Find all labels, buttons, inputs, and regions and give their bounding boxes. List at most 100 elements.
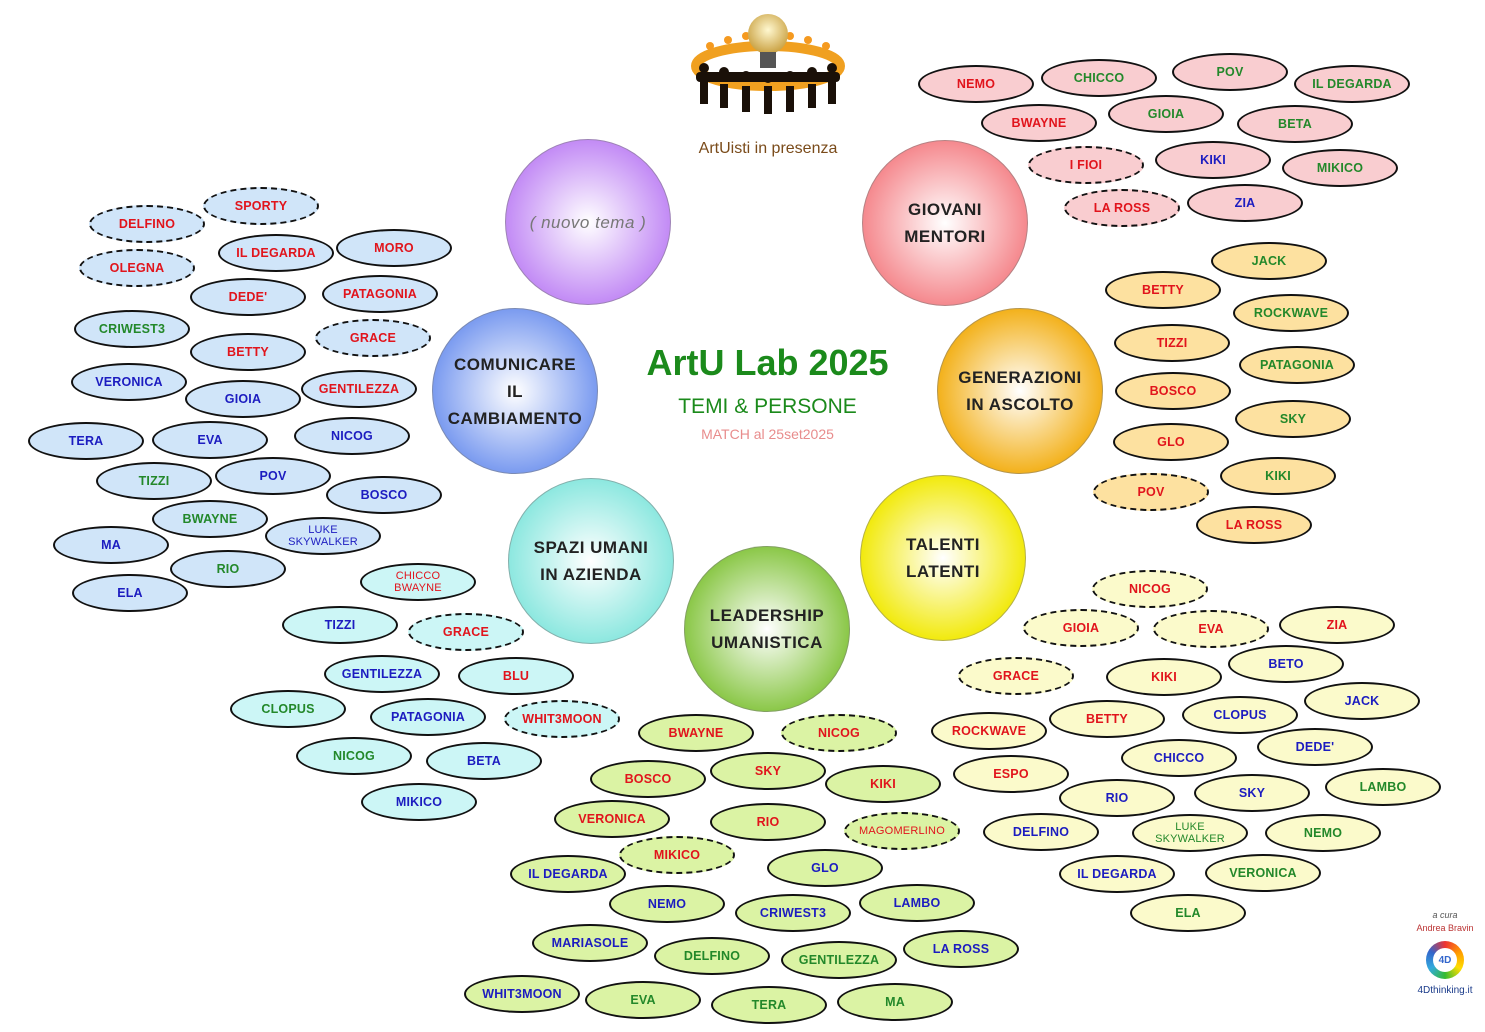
person-pill-talenti[interactable]: ESPO [953, 755, 1069, 793]
person-pill-spazi[interactable]: CLOPUS [230, 690, 346, 728]
person-pill-talenti[interactable]: SKY [1194, 774, 1310, 812]
person-pill-comunicare[interactable]: GIOIA [185, 380, 301, 418]
person-pill-comunicare[interactable]: DELFINO [89, 205, 205, 243]
person-pill-comunicare[interactable]: RIO [170, 550, 286, 588]
person-pill-talenti[interactable]: RIO [1059, 779, 1175, 817]
person-pill-comunicare[interactable]: EVA [152, 421, 268, 459]
person-pill-talenti[interactable]: KIKI [1106, 658, 1222, 696]
theme-circle-spazi[interactable]: SPAZI UMANI IN AZIENDA [508, 478, 674, 644]
person-pill-generazioni[interactable]: PATAGONIA [1239, 346, 1355, 384]
person-pill-comunicare[interactable]: TIZZI [96, 462, 212, 500]
person-pill-giovani[interactable]: NEMO [918, 65, 1034, 103]
person-pill-comunicare[interactable]: GRACE [315, 319, 431, 357]
person-pill-leadership[interactable]: BOSCO [590, 760, 706, 798]
person-pill-spazi[interactable]: CHICCO BWAYNE [360, 563, 476, 601]
theme-circle-giovani[interactable]: GIOVANI MENTORI [862, 140, 1028, 306]
person-pill-leadership[interactable]: IL DEGARDA [510, 855, 626, 893]
person-pill-giovani[interactable]: POV [1172, 53, 1288, 91]
person-pill-spazi[interactable]: WHIT3MOON [504, 700, 620, 738]
person-pill-comunicare[interactable]: CRIWEST3 [74, 310, 190, 348]
person-pill-spazi[interactable]: BLU [458, 657, 574, 695]
person-pill-comunicare[interactable]: OLEGNA [79, 249, 195, 287]
person-pill-talenti[interactable]: BETTY [1049, 700, 1165, 738]
person-pill-leadership[interactable]: GLO [767, 849, 883, 887]
person-pill-talenti[interactable]: GIOIA [1023, 609, 1139, 647]
person-pill-talenti[interactable]: ROCKWAVE [931, 712, 1047, 750]
person-pill-comunicare[interactable]: MA [53, 526, 169, 564]
person-pill-leadership[interactable]: EVA [585, 981, 701, 1019]
person-pill-giovani[interactable]: I FIOI [1028, 146, 1144, 184]
person-pill-generazioni[interactable]: GLO [1113, 423, 1229, 461]
person-pill-comunicare[interactable]: PATAGONIA [322, 275, 438, 313]
person-pill-leadership[interactable]: WHIT3MOON [464, 975, 580, 1013]
person-pill-comunicare[interactable]: ELA [72, 574, 188, 612]
person-pill-talenti[interactable]: LAMBO [1325, 768, 1441, 806]
person-pill-comunicare[interactable]: GENTILEZZA [301, 370, 417, 408]
person-pill-leadership[interactable]: LA ROSS [903, 930, 1019, 968]
person-pill-leadership[interactable]: MAGOMERLINO [844, 812, 960, 850]
person-pill-comunicare[interactable]: BOSCO [326, 476, 442, 514]
person-pill-talenti[interactable]: NEMO [1265, 814, 1381, 852]
person-pill-leadership[interactable]: MA [837, 983, 953, 1021]
person-pill-spazi[interactable]: PATAGONIA [370, 698, 486, 736]
person-pill-talenti[interactable]: ZIA [1279, 606, 1395, 644]
person-pill-comunicare[interactable]: POV [215, 457, 331, 495]
person-pill-talenti[interactable]: EVA [1153, 610, 1269, 648]
person-pill-generazioni[interactable]: TIZZI [1114, 324, 1230, 362]
person-pill-giovani[interactable]: CHICCO [1041, 59, 1157, 97]
person-pill-talenti[interactable]: CLOPUS [1182, 696, 1298, 734]
theme-circle-leadership[interactable]: LEADERSHIP UMANISTICA [684, 546, 850, 712]
person-pill-leadership[interactable]: NICOG [781, 714, 897, 752]
person-pill-giovani[interactable]: KIKI [1155, 141, 1271, 179]
person-pill-giovani[interactable]: BETA [1237, 105, 1353, 143]
person-pill-generazioni[interactable]: ROCKWAVE [1233, 294, 1349, 332]
person-pill-comunicare[interactable]: DEDE' [190, 278, 306, 316]
person-pill-spazi[interactable]: GENTILEZZA [324, 655, 440, 693]
person-pill-comunicare[interactable]: VERONICA [71, 363, 187, 401]
person-pill-giovani[interactable]: GIOIA [1108, 95, 1224, 133]
person-pill-spazi[interactable]: GRACE [408, 613, 524, 651]
person-pill-leadership[interactable]: NEMO [609, 885, 725, 923]
person-pill-talenti[interactable]: JACK [1304, 682, 1420, 720]
person-pill-giovani[interactable]: MIKICO [1282, 149, 1398, 187]
person-pill-comunicare[interactable]: BWAYNE [152, 500, 268, 538]
person-pill-comunicare[interactable]: SPORTY [203, 187, 319, 225]
person-pill-spazi[interactable]: NICOG [296, 737, 412, 775]
person-pill-leadership[interactable]: CRIWEST3 [735, 894, 851, 932]
person-pill-talenti[interactable]: VERONICA [1205, 854, 1321, 892]
person-pill-leadership[interactable]: RIO [710, 803, 826, 841]
person-pill-generazioni[interactable]: BOSCO [1115, 372, 1231, 410]
theme-circle-nuovo[interactable]: ( nuovo tema ) [505, 139, 671, 305]
person-pill-spazi[interactable]: BETA [426, 742, 542, 780]
person-pill-generazioni[interactable]: POV [1093, 473, 1209, 511]
person-pill-giovani[interactable]: IL DEGARDA [1294, 65, 1410, 103]
person-pill-talenti[interactable]: CHICCO [1121, 739, 1237, 777]
person-pill-spazi[interactable]: TIZZI [282, 606, 398, 644]
person-pill-comunicare[interactable]: IL DEGARDA [218, 234, 334, 272]
person-pill-comunicare[interactable]: NICOG [294, 417, 410, 455]
person-pill-comunicare[interactable]: TERA [28, 422, 144, 460]
person-pill-talenti[interactable]: BETO [1228, 645, 1344, 683]
person-pill-leadership[interactable]: TERA [711, 986, 827, 1024]
person-pill-leadership[interactable]: SKY [710, 752, 826, 790]
person-pill-giovani[interactable]: BWAYNE [981, 104, 1097, 142]
person-pill-leadership[interactable]: BWAYNE [638, 714, 754, 752]
person-pill-leadership[interactable]: MIKICO [619, 836, 735, 874]
theme-circle-comunicare[interactable]: COMUNICARE IL CAMBIAMENTO [432, 308, 598, 474]
person-pill-leadership[interactable]: LAMBO [859, 884, 975, 922]
person-pill-generazioni[interactable]: BETTY [1105, 271, 1221, 309]
person-pill-talenti[interactable]: IL DEGARDA [1059, 855, 1175, 893]
person-pill-comunicare[interactable]: BETTY [190, 333, 306, 371]
person-pill-giovani[interactable]: ZIA [1187, 184, 1303, 222]
theme-circle-generazioni[interactable]: GENERAZIONI IN ASCOLTO [937, 308, 1103, 474]
person-pill-talenti[interactable]: LUKE SKYWALKER [1132, 814, 1248, 852]
person-pill-talenti[interactable]: DELFINO [983, 813, 1099, 851]
person-pill-leadership[interactable]: GENTILEZZA [781, 941, 897, 979]
person-pill-generazioni[interactable]: JACK [1211, 242, 1327, 280]
person-pill-generazioni[interactable]: LA ROSS [1196, 506, 1312, 544]
person-pill-talenti[interactable]: NICOG [1092, 570, 1208, 608]
person-pill-comunicare[interactable]: MORO [336, 229, 452, 267]
person-pill-leadership[interactable]: MARIASOLE [532, 924, 648, 962]
person-pill-talenti[interactable]: ELA [1130, 894, 1246, 932]
person-pill-leadership[interactable]: DELFINO [654, 937, 770, 975]
